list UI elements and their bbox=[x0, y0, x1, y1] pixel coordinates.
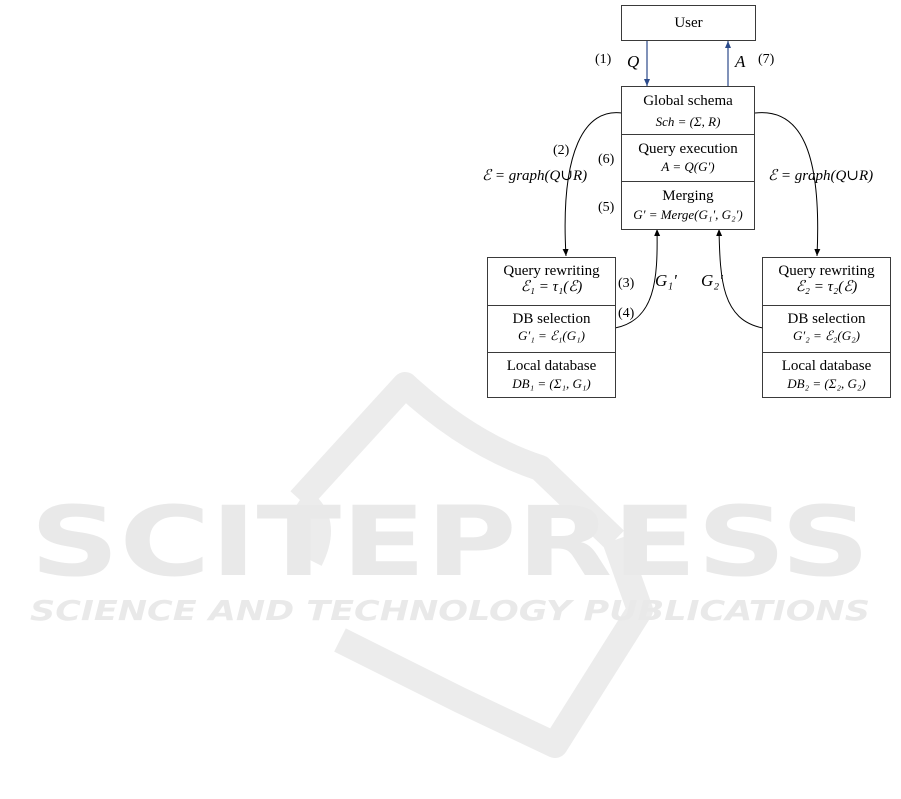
edge-label-right-e: ℰ = graph(Q∪R) bbox=[768, 168, 874, 184]
arrow-global-to-right-rewrite bbox=[754, 112, 821, 257]
global-schema-box: Global schema Sch = (Σ, R) Query executi… bbox=[621, 86, 755, 230]
arrow-global-to-left-rewrite bbox=[562, 112, 623, 257]
query-execution-title: Query execution bbox=[638, 141, 738, 157]
left-local-section: Local database DB₁ = (Σ₁, G₁) bbox=[488, 352, 615, 398]
left-select-section: DB selection G′₁ = ℰ₁(G₁) bbox=[488, 305, 615, 352]
arrow-right-select-to-merge bbox=[716, 228, 764, 329]
left-rewrite-formula: ℰ₁ = τ₁(ℰ) bbox=[520, 279, 583, 295]
edge-label-a: A bbox=[735, 52, 746, 71]
left-rewrite-section: Query rewriting ℰ₁ = τ₁(ℰ) bbox=[488, 258, 615, 305]
right-select-formula: G′₂ = ℰ₂(G₂) bbox=[793, 328, 860, 343]
right-rewrite-section: Query rewriting ℰ₂ = τ₂(ℰ) bbox=[763, 258, 890, 305]
step-5-label: (5) bbox=[598, 200, 615, 215]
edge-label-q: Q bbox=[627, 52, 640, 71]
right-rewrite-formula: ℰ₂ = τ₂(ℰ) bbox=[795, 279, 858, 295]
watermark-main-text: SCITEPRESS bbox=[30, 486, 870, 598]
merging-title: Merging bbox=[662, 188, 714, 204]
right-database-box: Query rewriting ℰ₂ = τ₂(ℰ) DB selection … bbox=[762, 257, 891, 398]
merging-formula: G' = Merge(G₁', G₂') bbox=[633, 207, 743, 222]
step-6-label: (6) bbox=[598, 152, 615, 167]
left-select-title: DB selection bbox=[512, 311, 591, 327]
step-7-label: (7) bbox=[758, 52, 775, 67]
watermark-book-logo bbox=[290, 372, 653, 758]
global-schema-formula: Sch = (Σ, R) bbox=[655, 114, 721, 129]
right-select-section: DB selection G′₂ = ℰ₂(G₂) bbox=[763, 305, 890, 352]
left-database-box: Query rewriting ℰ₁ = τ₁(ℰ) DB selection … bbox=[487, 257, 616, 398]
right-local-section: Local database DB₂ = (Σ₂, G₂) bbox=[763, 352, 890, 398]
step-1-label: (1) bbox=[595, 52, 612, 67]
global-schema-section: Global schema Sch = (Σ, R) bbox=[622, 87, 754, 134]
watermark-sub-text: SCIENCE AND TECHNOLOGY PUBLICATIONS bbox=[30, 594, 870, 627]
left-rewrite-title: Query rewriting bbox=[503, 263, 600, 279]
edge-label-left-e: ℰ = graph(Q∪R) bbox=[482, 168, 588, 184]
arrow-left-select-to-merge bbox=[614, 228, 661, 329]
merging-section: Merging G' = Merge(G₁', G₂') bbox=[622, 181, 754, 230]
left-local-formula: DB₁ = (Σ₁, G₁) bbox=[512, 376, 591, 391]
query-execution-formula: A = Q(G') bbox=[661, 159, 715, 174]
right-local-formula: DB₂ = (Σ₂, G₂) bbox=[787, 376, 866, 391]
left-local-title: Local database bbox=[506, 358, 597, 374]
edge-label-g1: G₁' bbox=[655, 271, 677, 290]
left-select-formula: G′₁ = ℰ₁(G₁) bbox=[518, 328, 585, 343]
step-3-label: (3) bbox=[618, 276, 635, 291]
query-execution-section: Query execution A = Q(G') bbox=[622, 134, 754, 181]
right-select-title: DB selection bbox=[787, 311, 866, 327]
step-2-label: (2) bbox=[553, 143, 570, 158]
step-4-label: (4) bbox=[618, 306, 635, 321]
user-box: User bbox=[621, 5, 756, 41]
global-schema-title: Global schema bbox=[643, 93, 733, 109]
edge-label-g2: G₂' bbox=[701, 271, 723, 290]
user-label: User bbox=[674, 15, 703, 31]
right-local-title: Local database bbox=[781, 358, 872, 374]
right-rewrite-title: Query rewriting bbox=[778, 263, 875, 279]
